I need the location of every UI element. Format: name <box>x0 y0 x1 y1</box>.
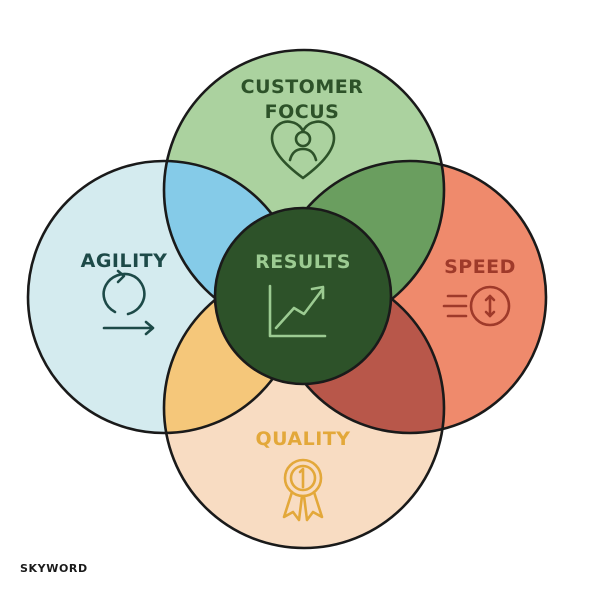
heart-person-icon <box>270 120 336 180</box>
results-circle <box>213 206 393 386</box>
quality-label: QUALITY <box>255 428 350 450</box>
speed-label: SPEED <box>444 256 516 278</box>
overlap-top-left <box>164 161 300 330</box>
customer-focus-label-line1: CUSTOMER <box>241 76 364 98</box>
overlap-bottom-left <box>164 268 300 433</box>
fast-clock-icon <box>442 285 511 327</box>
skyword-logo: SKYWORD <box>20 562 88 575</box>
results-label: RESULTS <box>255 251 351 273</box>
customer-focus-label-line2: FOCUS <box>265 101 340 123</box>
cycle-arrow-icon <box>102 269 155 336</box>
award-ribbon-icon <box>282 458 324 522</box>
agility-label: AGILITY <box>81 250 168 272</box>
rising-chart-icon <box>268 284 327 338</box>
